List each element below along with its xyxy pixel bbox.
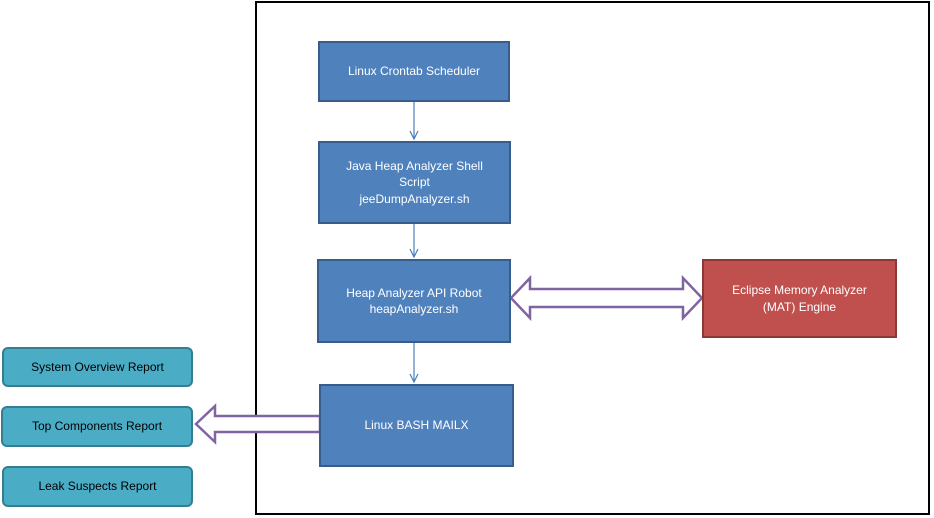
double-arrow-robot-mat bbox=[509, 274, 704, 322]
leak-suspects-report-box: Leak Suspects Report bbox=[2, 466, 193, 507]
shell-script-label-line: Java Heap Analyzer Shell bbox=[346, 159, 483, 174]
robot-label: Heap Analyzer API Robot heapAnalyzer.sh bbox=[346, 285, 481, 317]
crontab-label-line: Linux Crontab Scheduler bbox=[347, 64, 481, 79]
linux-bash-mailx-box: Linux BASH MAILX bbox=[319, 384, 514, 467]
arrow-mailx-to-reports bbox=[194, 403, 322, 445]
robot-label-line: heapAnalyzer.sh bbox=[369, 302, 459, 316]
mailx-label-line: Linux BASH MAILX bbox=[364, 418, 469, 433]
crontab-scheduler-box: Linux Crontab Scheduler bbox=[318, 41, 510, 102]
heap-analyzer-shell-script-box: Java Heap Analyzer Shell Script jeeDumpA… bbox=[318, 141, 511, 224]
leak-suspects-report-label: Leak Suspects Report bbox=[38, 479, 157, 494]
top-components-report-label: Top Components Report bbox=[31, 419, 163, 434]
shell-script-label: Java Heap Analyzer Shell Script jeeDumpA… bbox=[346, 158, 483, 207]
mailx-label: Linux BASH MAILX bbox=[364, 417, 468, 433]
heap-analyzer-api-robot-box: Heap Analyzer API Robot heapAnalyzer.sh bbox=[317, 259, 511, 343]
top-components-report-box: Top Components Report bbox=[1, 406, 193, 447]
shell-script-label-line: Script bbox=[399, 175, 430, 190]
system-overview-report-box: System Overview Report bbox=[2, 347, 193, 387]
robot-label-line: Heap Analyzer API Robot bbox=[346, 285, 482, 300]
eclipse-mat-engine-box: Eclipse Memory Analyzer (MAT) Engine bbox=[702, 259, 897, 338]
mat-label-line: Eclipse Memory Analyzer bbox=[732, 283, 867, 298]
shell-script-label-line: jeeDumpAnalyzer.sh bbox=[359, 191, 470, 206]
mat-label: Eclipse Memory Analyzer (MAT) Engine bbox=[732, 282, 867, 314]
system-boundary-frame bbox=[255, 1, 930, 515]
mat-label-line: (MAT) Engine bbox=[762, 299, 837, 314]
system-overview-report-label: System Overview Report bbox=[31, 359, 164, 374]
crontab-label: Linux Crontab Scheduler bbox=[348, 63, 480, 79]
